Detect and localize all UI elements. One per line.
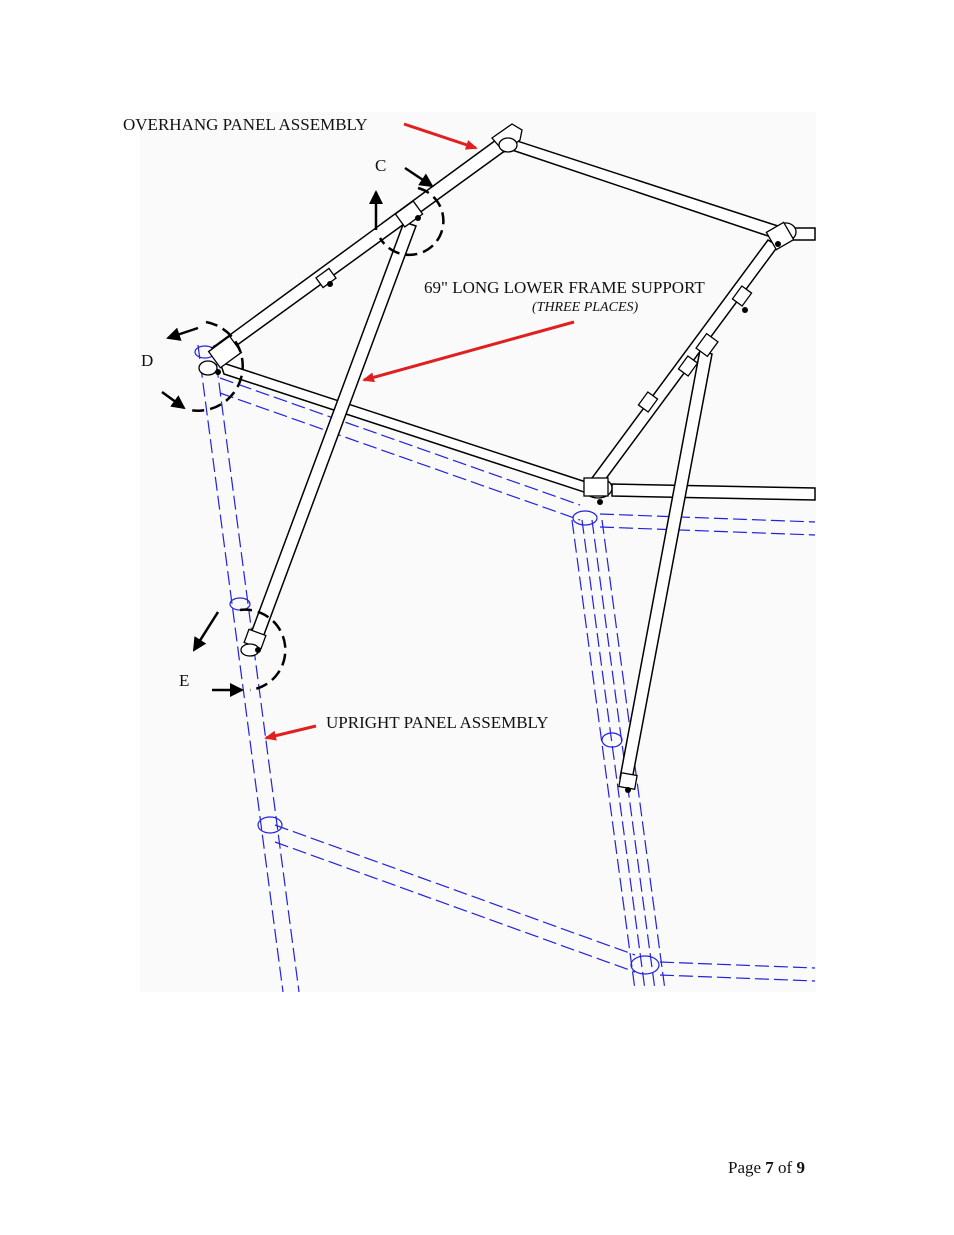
rotation-arrows (161, 166, 434, 697)
overhang-fittings (198, 123, 797, 791)
upright-panel-label: UPRIGHT PANEL ASSEMBLY (326, 713, 549, 732)
page-word: Page (728, 1158, 762, 1177)
detail-circles (189, 186, 445, 692)
upright-callout-arrow (264, 724, 317, 741)
detail-marker-d: D (141, 351, 154, 370)
upright-panel-assembly (197, 344, 816, 993)
overhang-panel-label: OVERHANG PANEL ASSEMBLY (123, 115, 368, 134)
total-pages: 9 (796, 1158, 805, 1177)
page-number: Page 7 of 9 (728, 1158, 805, 1178)
current-page: 7 (765, 1158, 774, 1177)
three-places-note: (THREE PLACES) (532, 300, 639, 315)
overhang-callout-arrow (403, 122, 478, 150)
detail-marker-e: E (179, 671, 190, 690)
drawing-background (140, 112, 816, 992)
detail-marker-c: C (375, 156, 387, 175)
frame-support-callout-arrow (362, 320, 575, 383)
overhang-frame (210, 136, 816, 781)
lower-frame-support-label: 69" LONG LOWER FRAME SUPPORT (424, 278, 705, 297)
of-word: of (778, 1158, 793, 1177)
callout-arrows (264, 122, 575, 741)
fitting-dots (215, 215, 781, 793)
